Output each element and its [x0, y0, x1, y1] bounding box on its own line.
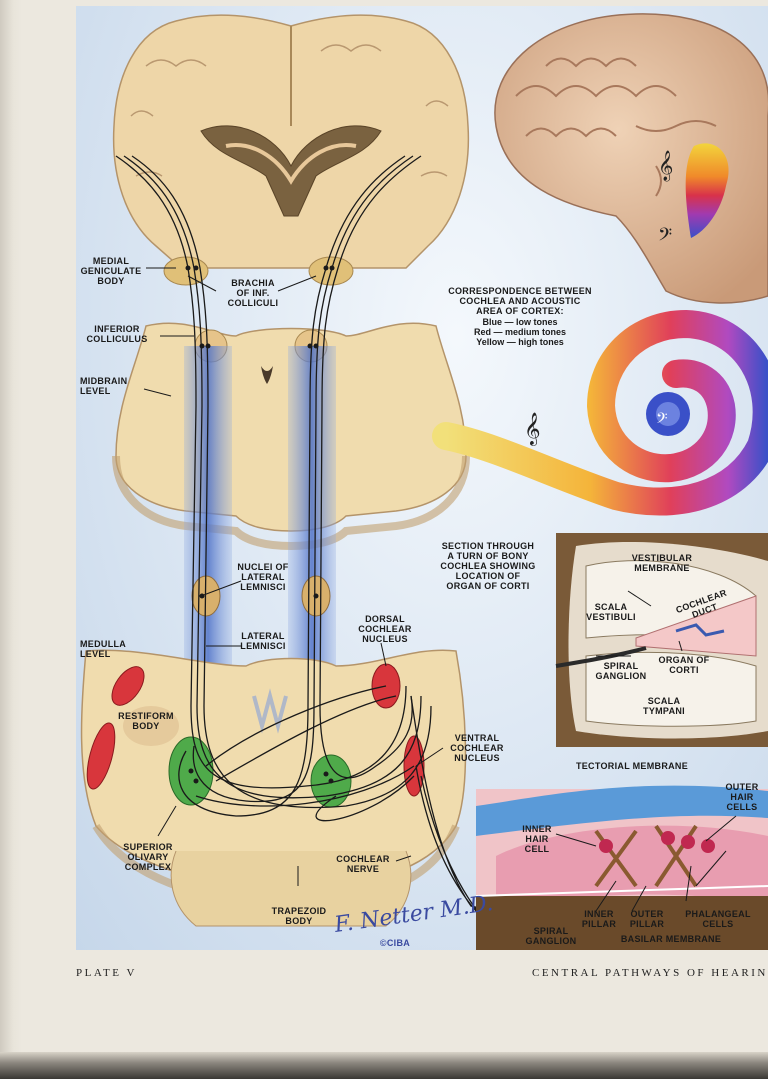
label-outer-pillar: OUTER PILLAR	[624, 909, 670, 929]
copyright-ciba: ©CIBA	[370, 938, 420, 948]
page-binding-edge	[0, 0, 22, 1079]
label-midbrain-level: MIDBRAIN LEVEL	[80, 376, 150, 396]
label-organ-of-corti: ORGAN OF CORTI	[648, 655, 720, 675]
label-section-title: SECTION THROUGH A TURN OF BONY COCHLEA S…	[438, 541, 538, 591]
label-phalangeal-cells: PHALANGEAL CELLS	[676, 909, 760, 929]
label-inner-hair-cell: INNER HAIR CELL	[512, 824, 562, 854]
label-outer-hair-cells: OUTER HAIR CELLS	[716, 782, 768, 812]
bass-clef-cochlea-icon: 𝄢	[656, 410, 668, 431]
label-restiform-body: RESTIFORM BODY	[106, 711, 186, 731]
label-inner-pillar: INNER PILLAR	[576, 909, 622, 929]
bass-clef-icon: 𝄢	[658, 225, 672, 250]
label-trapezoid-body: TRAPEZOID BODY	[264, 906, 334, 926]
label-nuclei-lateral-lemnisci: NUCLEI OF LATERAL LEMNISCI	[228, 562, 298, 592]
lateral-brain-view	[495, 14, 768, 303]
label-correspondence-title: CORRESPONDENCE BETWEEN COCHLEA AND ACOUS…	[448, 286, 592, 316]
label-medial-geniculate: MEDIAL GENICULATE BODY	[76, 256, 146, 286]
label-spiral-ganglion: SPIRAL GANGLION	[516, 926, 586, 946]
label-superior-olivary-complex: SUPERIOR OLIVARY COMPLEX	[108, 842, 188, 872]
legend-red-medium-tones: Red — medium tones	[448, 327, 592, 337]
label-tectorial-membrane: TECTORIAL MEMBRANE	[562, 761, 702, 771]
label-ventral-cochlear-nucleus: VENTRAL COCHLEAR NUCLEUS	[440, 733, 514, 763]
label-medulla-level: MEDULLA LEVEL	[80, 639, 150, 659]
plate-number: PLATE V	[76, 967, 137, 979]
label-spiral-ganglion-section: SPIRAL GANGLION	[594, 661, 648, 681]
label-basilar-membrane: BASILAR MEMBRANE	[616, 934, 726, 944]
label-dorsal-cochlear-nucleus: DORSAL COCHLEAR NUCLEUS	[348, 614, 422, 644]
coronal-brain-section	[114, 15, 469, 285]
legend-blue-low-tones: Blue — low tones	[448, 317, 592, 327]
label-brachia: BRACHIA OF INF. COLLICULI	[218, 278, 288, 308]
treble-clef-cochlea-icon: 𝄞	[524, 412, 541, 446]
page-bottom-shadow	[0, 1052, 768, 1079]
label-cochlear-nerve: COCHLEAR NERVE	[328, 854, 398, 874]
label-vestibular-membrane: VESTIBULAR MEMBRANE	[624, 553, 700, 573]
legend-yellow-high-tones: Yellow — high tones	[448, 337, 592, 347]
treble-clef-icon: 𝄞	[658, 150, 673, 182]
label-scala-vestibuli: SCALA VESTIBULI	[582, 602, 640, 622]
label-lateral-lemnisci: LATERAL LEMNISCI	[228, 631, 298, 651]
anatomy-artwork: 𝄞 𝄢 𝄞 𝄢	[76, 6, 768, 950]
illustration-plate: 𝄞 𝄢 𝄞 𝄢 MEDIAL	[76, 6, 768, 950]
cochlea-spiral	[446, 324, 767, 502]
label-scala-tympani: SCALA TYMPANI	[634, 696, 694, 716]
plate-caption: CENTRAL PATHWAYS OF HEARING	[532, 967, 768, 979]
label-inferior-colliculus: INFERIOR COLLICULUS	[76, 324, 158, 344]
